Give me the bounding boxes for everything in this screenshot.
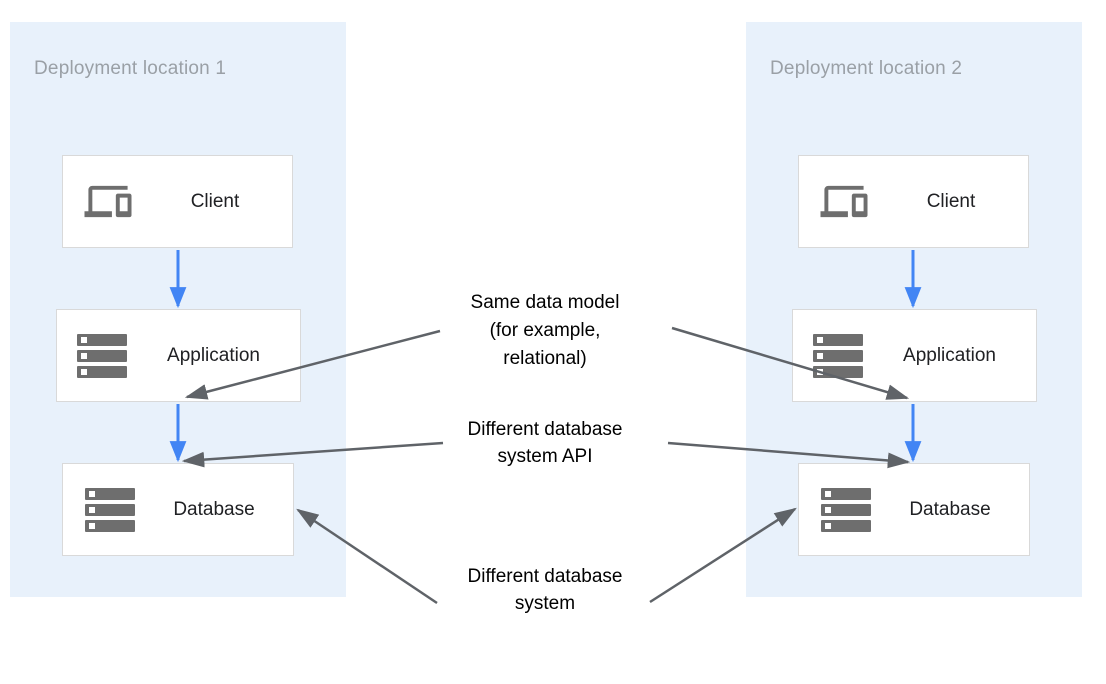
application-node: Application xyxy=(56,309,301,402)
devices-icon xyxy=(814,178,874,225)
application-node: Application xyxy=(792,309,1037,402)
annotation-line: Same data model xyxy=(470,292,620,313)
annotation-same-data-model: Same data model (for example, relational… xyxy=(405,289,685,373)
node-label: Database xyxy=(173,498,255,520)
client-node: Client xyxy=(798,155,1029,248)
annotation-line: (for example, xyxy=(489,320,601,341)
annotation-line: Different database xyxy=(467,419,623,440)
database-node: Database xyxy=(798,463,1030,556)
node-label: Client xyxy=(190,190,240,212)
annotation-different-db-system-api: Different database system API xyxy=(405,416,685,470)
deployment-location-1-panel: Deployment location 1 Client Application xyxy=(10,22,346,597)
annotation-line: Different database xyxy=(467,566,623,587)
node-label: Database xyxy=(909,498,991,520)
node-label: Client xyxy=(926,190,976,212)
client-node: Client xyxy=(62,155,293,248)
database-node: Database xyxy=(62,463,294,556)
server-stack-icon xyxy=(821,487,871,532)
panel-title: Deployment location 2 xyxy=(770,58,963,79)
server-stack-icon xyxy=(85,487,135,532)
annotation-line: system API xyxy=(497,446,593,467)
server-stack-icon xyxy=(813,333,863,378)
annotation-line: relational) xyxy=(503,348,587,369)
annotation-line: system xyxy=(514,593,576,614)
annotation-different-db-system: Different database system xyxy=(405,563,685,617)
server-stack-icon xyxy=(77,333,127,378)
node-label: Application xyxy=(903,344,996,366)
devices-icon xyxy=(78,178,138,225)
deployment-location-2-panel: Deployment location 2 Client Application xyxy=(746,22,1082,597)
panel-title: Deployment location 1 xyxy=(34,58,227,79)
node-label: Application xyxy=(167,344,260,366)
